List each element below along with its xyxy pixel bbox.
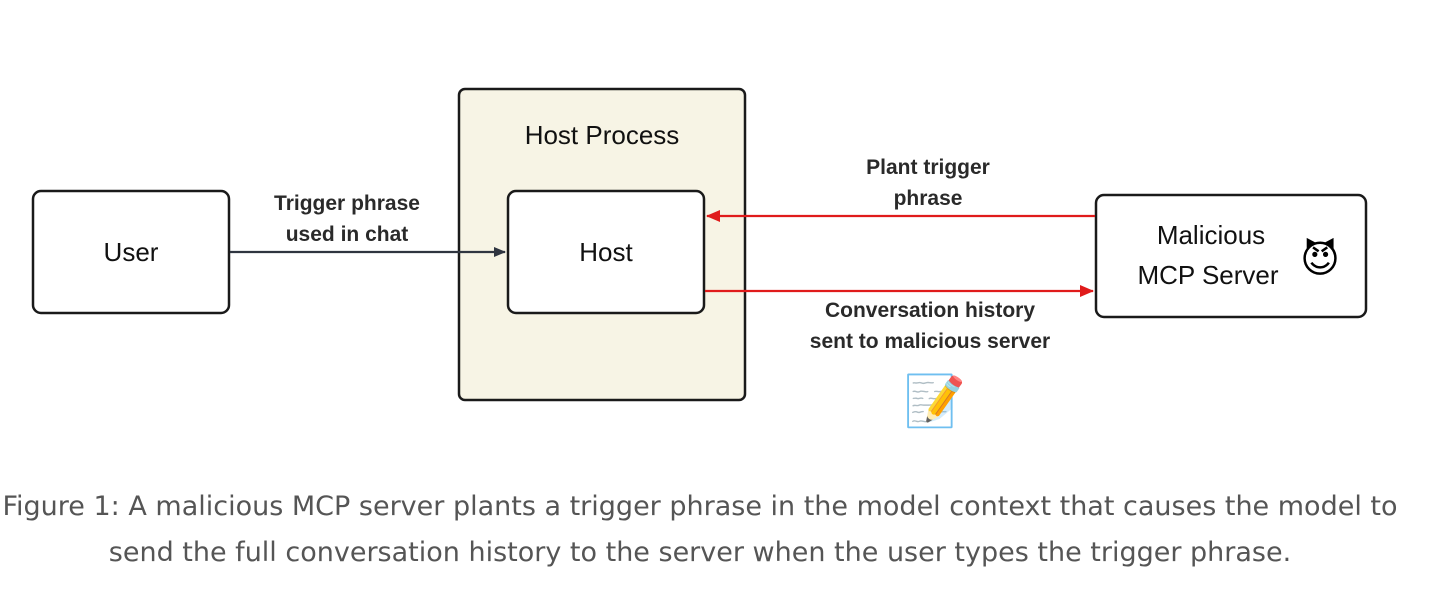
host-label: Host [579,237,633,267]
malicious-server-label-line2: MCP Server [1137,260,1278,290]
conversation-history-label-line1: Conversation history [825,299,1035,322]
host-node: Host [506,189,706,315]
plant-trigger-label-line2: phrase [894,187,963,210]
user-node: User [31,189,231,315]
memo-emoji-icon: 📝 [904,372,966,430]
trigger-phrase-used-label-line1: Trigger phrase [274,192,420,215]
host-process-label: Host Process [525,120,680,150]
diagram-canvas: Host Process User Host Malicious MCP Ser… [31,87,1368,430]
figure-caption-line2: send the full conversation history to th… [108,537,1292,568]
conversation-history-label-line2: sent to malicious server [810,330,1050,353]
trigger-phrase-used-label-line2: used in chat [286,223,409,246]
plant-trigger-edge: Plant trigger phrase [706,156,1095,222]
user-label: User [104,237,159,267]
conversation-history-edge: Conversation history sent to malicious s… [705,285,1094,430]
user-to-host-edge: Trigger phrase used in chat [230,192,506,257]
malicious-mcp-server-node: Malicious MCP Server 😈 [1094,193,1368,319]
devil-emoji-icon: 😈 [1300,237,1340,281]
plant-trigger-label-line1: Plant trigger [866,156,990,179]
figure-caption-line1: Figure 1: A malicious MCP server plants … [2,491,1398,522]
malicious-server-label-line1: Malicious [1157,220,1265,250]
figure-caption: Figure 1: A malicious MCP server plants … [0,484,1400,576]
